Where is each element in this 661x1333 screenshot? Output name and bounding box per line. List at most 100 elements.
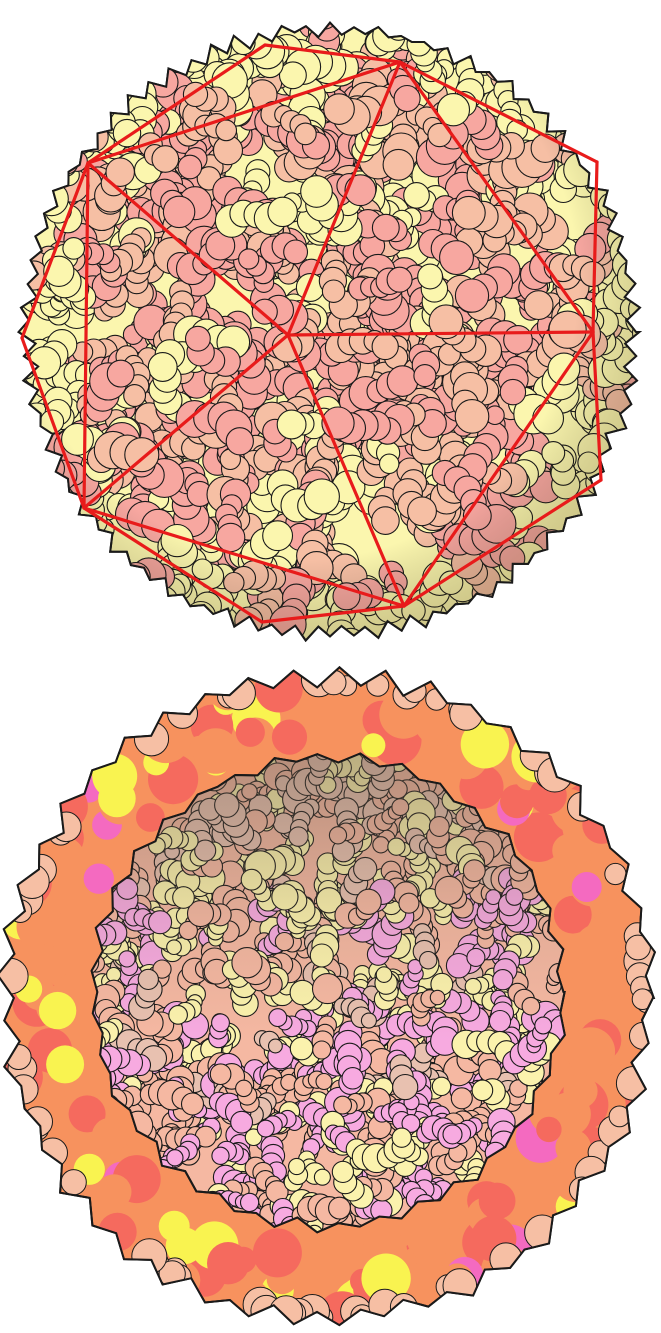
protein-subunit: [557, 97, 579, 119]
cut-protein-region: [38, 991, 77, 1030]
cut-protein-region: [536, 1116, 562, 1143]
protein-subunit: [446, 24, 480, 58]
protein-subunit: [466, 26, 505, 65]
protein-subunit: [43, 163, 70, 190]
protein-subunit: [114, 64, 145, 95]
cut-protein-region: [513, 812, 564, 862]
protein-subunit: [394, 22, 423, 35]
capsid-exterior-view: [0, 0, 661, 660]
lattice-edge: [286, 330, 595, 337]
lattice-edge: [260, 604, 406, 624]
lattice-edge: [398, 60, 595, 334]
outer-surface-bump: [604, 862, 627, 886]
outer-surface-bump: [366, 673, 390, 697]
outer-surface-bump: [221, 676, 256, 711]
cut-protein-region: [361, 1253, 411, 1303]
capsid-cutaway-view: [0, 660, 661, 1333]
protein-subunit: [306, 22, 341, 30]
lattice-edge: [591, 330, 603, 482]
cut-protein-region: [46, 1045, 85, 1084]
lattice-edge: [86, 60, 402, 165]
capsid-outline: [17, 21, 643, 643]
cut-protein-region: [561, 975, 603, 1017]
outer-surface-bump: [625, 934, 651, 961]
cut-protein-region: [92, 753, 138, 799]
cut-protein-region: [574, 924, 620, 969]
protein-subunit: [460, 22, 491, 53]
protein-subunit: [618, 227, 640, 259]
cut-protein-region: [406, 1215, 452, 1261]
protein-subunit: [645, 297, 661, 318]
lattice-edge: [82, 506, 406, 608]
sphere-shading: [18, 22, 640, 641]
outer-surface-bump: [568, 1176, 595, 1203]
protein-subunit: [616, 189, 640, 221]
outer-surface-bump: [615, 1066, 651, 1101]
protein-subunit: [498, 586, 525, 613]
lattice-edge: [82, 161, 90, 510]
cut-protein-region: [192, 728, 239, 774]
protein-subunit: [327, 0, 358, 8]
shell-outline: [0, 665, 657, 1327]
cut-protein-region: [552, 834, 586, 867]
lattice-edge: [591, 160, 599, 334]
cut-protein-region: [511, 1194, 537, 1221]
protein-subunit: [36, 152, 66, 182]
lattice-edge: [398, 60, 599, 164]
lattice-edge: [86, 43, 267, 165]
protein-subunit: [404, 22, 433, 27]
cut-protein-region: [235, 717, 265, 747]
lattice-edge: [82, 333, 290, 510]
protein-subunit: [472, 24, 506, 58]
lattice-edge: [20, 161, 90, 340]
cut-protein-region: [83, 863, 115, 894]
protein-subunit: [38, 140, 62, 165]
capsid-exterior-svg: [0, 0, 661, 643]
protein-subunit: [630, 220, 640, 252]
outer-surface-bump: [131, 1238, 168, 1275]
lattice-edge: [286, 60, 402, 337]
cut-protein-region: [500, 784, 534, 819]
protein-subunit: [40, 484, 74, 518]
protein-subunit: [558, 106, 583, 131]
cut-protein-region: [136, 803, 165, 832]
protein-subunit: [18, 282, 32, 304]
protein-subunit: [32, 146, 56, 170]
cut-protein-region: [361, 733, 386, 758]
protein-subunit: [634, 307, 640, 329]
protein-subunit: [39, 142, 71, 174]
cut-protein-region: [555, 1129, 591, 1166]
protein-subunit: [314, 0, 346, 16]
capsid-cutaway-svg: [0, 665, 657, 1327]
lattice-edge: [286, 333, 406, 608]
protein-subunit: [460, 23, 495, 59]
cut-protein-region: [478, 1182, 516, 1220]
lattice-edge: [20, 336, 86, 510]
lattice-edge: [402, 330, 595, 608]
cut-protein-region: [96, 1174, 132, 1210]
lattice-edge: [402, 478, 603, 608]
protein-subunit: [137, 582, 171, 616]
lattice-edge: [82, 506, 264, 624]
protein-subunit: [51, 105, 88, 143]
cut-protein-region: [252, 1228, 302, 1278]
outer-surface-bump: [8, 899, 33, 924]
protein-subunit: [135, 596, 165, 626]
icosahedral-lattice: [20, 43, 603, 624]
outer-surface-bump: [269, 1295, 304, 1326]
protein-subunit: [94, 76, 129, 112]
protein-subunit: [104, 581, 131, 608]
cut-protein-region: [165, 1227, 203, 1265]
lattice-edge: [263, 43, 402, 64]
cut-protein-region: [563, 1074, 598, 1109]
outer-surface-bump: [442, 1268, 478, 1303]
protein-subunit: [158, 42, 184, 69]
cut-protein-region: [566, 1027, 616, 1076]
protein-subunit: [481, 36, 513, 67]
protein-subunit: [645, 307, 661, 327]
cut-protein-region: [91, 1117, 128, 1154]
protein-subunit: [0, 292, 12, 313]
cut-protein-region: [469, 726, 496, 753]
cut-protein-region: [41, 1085, 66, 1110]
